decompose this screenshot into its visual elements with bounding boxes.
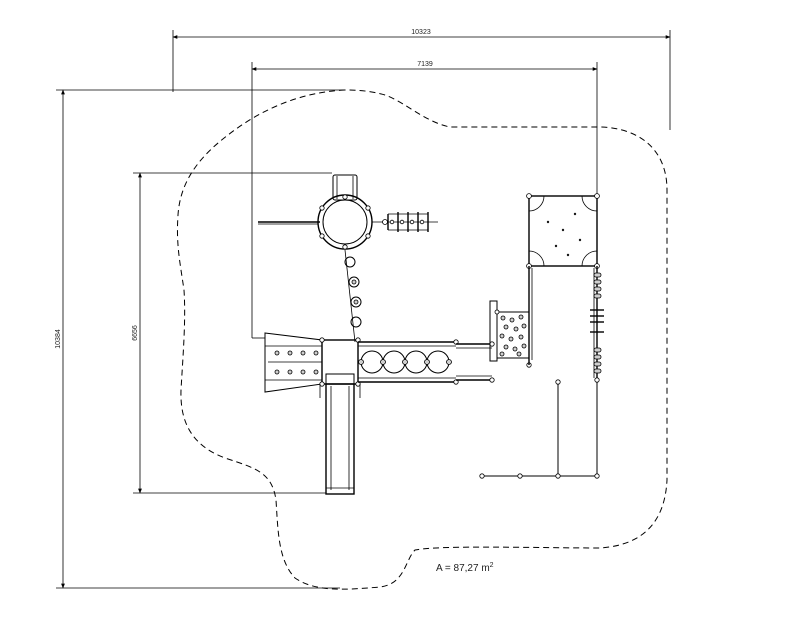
climbing-wall — [489, 300, 532, 368]
dimension-overall-height: 10384 — [55, 89, 345, 589]
structure-width-label: 7139 — [417, 61, 433, 68]
l-shaped-rail — [479, 379, 600, 479]
knotted-rope — [590, 272, 604, 374]
structure-height-label: 6656 — [132, 325, 139, 341]
safety-zone-outline — [176, 89, 668, 590]
canopy-uprights — [528, 266, 600, 383]
rope-rungs — [382, 212, 429, 232]
dimension-overall-width: 10323 — [172, 29, 671, 130]
ring-chain — [344, 249, 362, 343]
dimension-structure-width: 7139 — [251, 61, 598, 338]
area-value: A = 87,27 m — [436, 563, 490, 574]
tunnel-roof — [252, 332, 323, 393]
connector-beam — [456, 341, 495, 383]
area-label: A = 87,27 m2 — [436, 562, 494, 574]
dimension-structure-height: 6656 — [132, 172, 332, 494]
square-canopy — [526, 193, 600, 269]
ring-bridge — [358, 339, 459, 385]
overall-width-label: 10323 — [411, 29, 431, 36]
round-tower — [258, 174, 438, 250]
slide — [319, 373, 361, 495]
overall-height-label: 10384 — [55, 329, 62, 349]
area-unit-superscript: 2 — [490, 562, 494, 569]
